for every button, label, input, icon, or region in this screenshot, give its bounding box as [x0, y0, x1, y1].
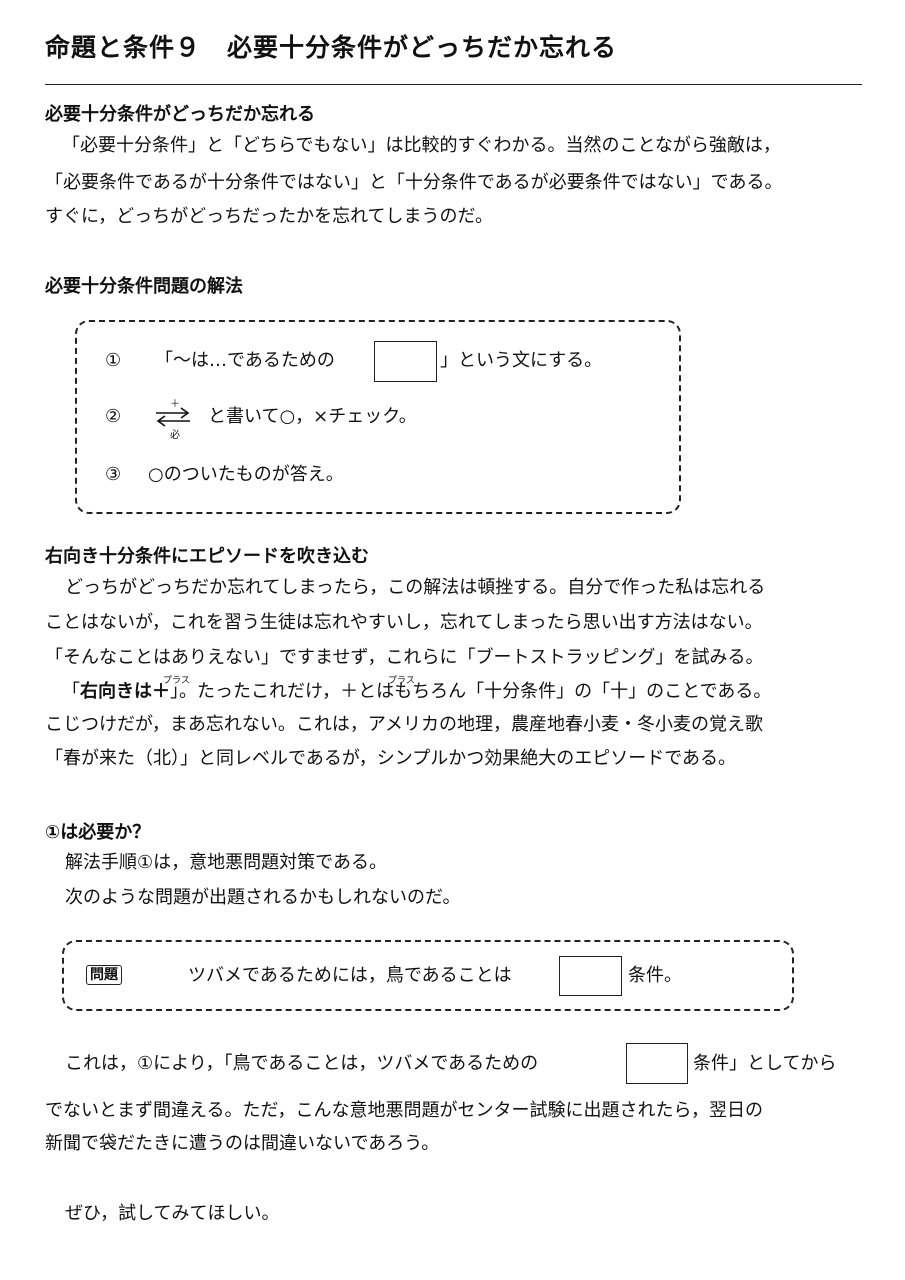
step1-prefix: 「～は…であるための: [155, 350, 335, 371]
paragraph-line: これは，①により，「鳥であることは，ツバメであるための: [65, 1053, 539, 1074]
answer-blank: [374, 341, 437, 382]
paragraph-line: 新聞で袋だたきに遭うのは間違いないであろう。: [45, 1133, 440, 1154]
step2-text: と書いて○，×チェック。: [208, 406, 417, 427]
closing-line: ぜひ，試してみてほしい。: [65, 1203, 280, 1224]
line4-rest: とはもちろん「十分条件」の「十」のことである。: [358, 681, 772, 702]
title-divider: [45, 84, 862, 85]
arrow-necessary-label: 必: [170, 428, 180, 441]
step3-text: ○のついたものが答え。: [148, 464, 344, 485]
right-is-plus-phrase: 右向きは＋: [80, 681, 170, 702]
section-heading-forget: 必要十分条件がどっちだか忘れる: [45, 104, 315, 125]
method-box: [75, 320, 681, 514]
step1-suffix: 」という文にする。: [440, 350, 603, 371]
paragraph-line: 「必要条件であるが十分条件ではない」と「十分条件であるが必要条件ではない」である…: [45, 172, 783, 193]
paragraph-line: どっちがどっちだか忘れてしまったら，この解法は頓挫する。自分で作った私は忘れる: [65, 577, 766, 598]
problem-box: [62, 940, 794, 1011]
paragraph-line-right-arrow: 「右向きは＋」。たったこれだけ，＋とはもちろん「十分条件」の「十」のことである。: [62, 681, 771, 703]
paragraph-line: すぐに，どっちがどっちだったかを忘れてしまうのだ。: [45, 206, 494, 227]
problem-text: ツバメであるためには，鳥であることは: [188, 965, 512, 986]
step-number: ②: [105, 406, 122, 427]
problem-tag: 問題: [86, 965, 122, 985]
arrow-plus-label: ＋: [170, 399, 180, 410]
line4-middle: 」。たったこれだけ，: [170, 681, 341, 702]
ruby-plus: プラス: [163, 676, 190, 686]
section-heading-episode: 右向き十分条件にエピソードを吹き込む: [45, 546, 369, 567]
problem-label: 問題: [86, 964, 122, 985]
problem-suffix: 条件。: [628, 965, 682, 986]
double-arrow-icon: ＋ 必: [156, 399, 190, 441]
paragraph-line: でないとまず間違える。ただ，こんな意地悪問題がセンター試験に出題されたら，翌日の: [45, 1100, 764, 1121]
step-number: ③: [105, 464, 122, 485]
paragraph-line-suffix: 条件」としてから: [693, 1053, 837, 1074]
plus-symbol: ＋: [340, 681, 359, 702]
answer-blank: [626, 1043, 688, 1084]
paragraph-line: 次のような問題が出題されるかもしれないのだ。: [65, 887, 461, 908]
paragraph-line: 「春が来た（北）」と同レベルであるが，シンプルかつ効果絶大のエピソードである。: [45, 748, 737, 769]
paragraph-line: 「そんなことはありえない」ですませず，これらに「ブートストラッピング」を試みる。: [45, 647, 764, 668]
paragraph-line: こじつけだが，まあ忘れない。これは，アメリカの地理，農産地春小麦・冬小麦の覚え歌: [45, 714, 764, 735]
paragraph-line: ことはないが，これを習う生徒は忘れやすいし，忘れてしまったら思い出す方法はない。: [45, 612, 763, 633]
section-heading-step1-needed: ①は必要か？: [45, 822, 151, 843]
section-heading-method: 必要十分条件問題の解法: [45, 276, 243, 297]
paragraph-line: 「必要十分条件」と「どちらでもない」は比較的すぐわかる。当然のことながら強敵は，: [62, 135, 781, 156]
answer-blank: [559, 956, 622, 996]
ruby-plus: プラス: [388, 676, 415, 686]
paragraph-line: 解法手順①は，意地悪問題対策である。: [65, 852, 387, 873]
step-number: ①: [105, 350, 122, 371]
quote-open: 「: [62, 681, 80, 702]
page-title: 命題と条件９ 必要十分条件がどっちだか忘れる: [45, 33, 618, 62]
